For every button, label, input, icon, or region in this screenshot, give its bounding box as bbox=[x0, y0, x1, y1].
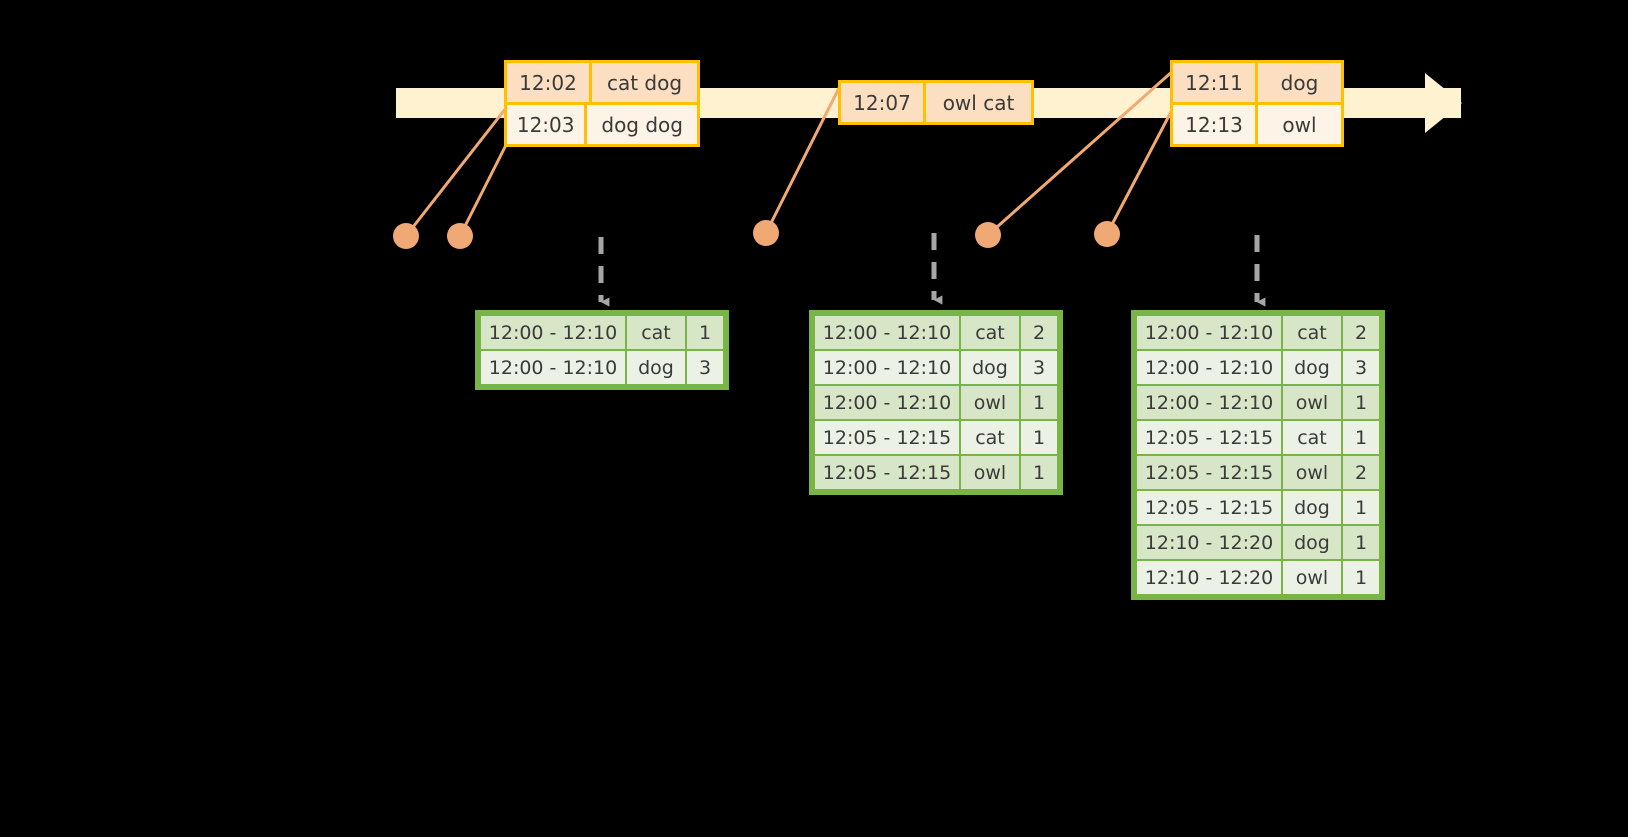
cell-key: owl bbox=[1283, 561, 1341, 594]
cell-count: 3 bbox=[687, 351, 723, 384]
connector-line-3 bbox=[764, 84, 842, 235]
connector-dot-1 bbox=[393, 223, 419, 249]
cell-key: dog bbox=[627, 351, 685, 384]
cell-key: owl bbox=[961, 456, 1019, 489]
event-payload: cat dog bbox=[606, 70, 683, 95]
cell-window: 12:00 - 12:10 bbox=[815, 316, 959, 349]
event-row: 12:07 owl cat bbox=[841, 83, 1031, 122]
dashed-arrows bbox=[598, 233, 1266, 307]
cell-count: 1 bbox=[1343, 386, 1379, 419]
event-row: 12:02 cat dog bbox=[507, 63, 697, 102]
cell-window: 12:00 - 12:10 bbox=[481, 316, 625, 349]
cell-window: 12:00 - 12:10 bbox=[1137, 316, 1281, 349]
event-payload: dog bbox=[1280, 70, 1319, 95]
event-time: 12:07 bbox=[841, 83, 926, 122]
event-row: 12:11 dog bbox=[1173, 63, 1341, 102]
cell-key: owl bbox=[1283, 386, 1341, 419]
cell-count: 3 bbox=[1343, 351, 1379, 384]
event-payload: dog dog bbox=[601, 112, 683, 137]
connector-dot-4 bbox=[975, 222, 1001, 248]
event-box-1[interactable]: 12:02 cat dog 12:03 dog dog bbox=[504, 60, 700, 147]
cell-count: 1 bbox=[1021, 386, 1057, 419]
cell-key: cat bbox=[961, 316, 1019, 349]
cell-key: dog bbox=[961, 351, 1019, 384]
cell-window: 12:05 - 12:15 bbox=[1137, 421, 1281, 454]
cell-count: 2 bbox=[1343, 316, 1379, 349]
cell-count: 1 bbox=[1343, 526, 1379, 559]
event-time: 12:11 bbox=[1173, 63, 1258, 102]
event-row: 12:03 dog dog bbox=[507, 102, 697, 144]
event-box-2[interactable]: 12:07 owl cat bbox=[838, 80, 1034, 125]
connector-line-2 bbox=[458, 143, 508, 238]
connector-line-1 bbox=[404, 106, 508, 238]
connector-line-4 bbox=[986, 68, 1176, 237]
cell-window: 12:05 - 12:15 bbox=[815, 456, 959, 489]
cell-window: 12:10 - 12:20 bbox=[1137, 561, 1281, 594]
cell-window: 12:00 - 12:10 bbox=[1137, 351, 1281, 384]
cell-count: 2 bbox=[1021, 316, 1057, 349]
cell-window: 12:00 - 12:10 bbox=[815, 351, 959, 384]
cell-key: owl bbox=[961, 386, 1019, 419]
cell-key: owl bbox=[1283, 456, 1341, 489]
event-time: 12:03 bbox=[507, 105, 588, 144]
connector-lines bbox=[404, 68, 1176, 238]
connector-dots bbox=[393, 220, 1120, 249]
cell-window: 12:00 - 12:10 bbox=[481, 351, 625, 384]
cell-window: 12:00 - 12:10 bbox=[815, 386, 959, 419]
event-box-3[interactable]: 12:11 dog 12:13 owl bbox=[1170, 60, 1344, 147]
connector-dot-2 bbox=[447, 223, 473, 249]
cell-key: cat bbox=[1283, 316, 1341, 349]
cell-key: cat bbox=[1283, 421, 1341, 454]
cell-window: 12:00 - 12:10 bbox=[1137, 386, 1281, 419]
cell-key: dog bbox=[1283, 351, 1341, 384]
event-time: 12:02 bbox=[507, 63, 592, 102]
cell-window: 12:05 - 12:15 bbox=[1137, 491, 1281, 524]
cell-key: dog bbox=[1283, 526, 1341, 559]
cell-window: 12:05 - 12:15 bbox=[1137, 456, 1281, 489]
connector-dot-3 bbox=[753, 220, 779, 246]
cell-key: cat bbox=[961, 421, 1019, 454]
cell-count: 1 bbox=[1021, 456, 1057, 489]
cell-key: dog bbox=[1283, 491, 1341, 524]
cell-count: 1 bbox=[1343, 491, 1379, 524]
cell-count: 3 bbox=[1021, 351, 1057, 384]
connector-line-5 bbox=[1105, 108, 1174, 236]
cell-key: cat bbox=[627, 316, 685, 349]
event-payload: owl cat bbox=[942, 90, 1015, 115]
event-payload: owl bbox=[1282, 112, 1317, 137]
cell-count: 1 bbox=[1343, 561, 1379, 594]
cell-count: 1 bbox=[1021, 421, 1057, 454]
event-time: 12:13 bbox=[1173, 105, 1258, 144]
cell-count: 2 bbox=[1343, 456, 1379, 489]
cell-count: 1 bbox=[1343, 421, 1379, 454]
cell-window: 12:10 - 12:20 bbox=[1137, 526, 1281, 559]
connector-dot-5 bbox=[1094, 221, 1120, 247]
event-row: 12:13 owl bbox=[1173, 102, 1341, 144]
cell-window: 12:05 - 12:15 bbox=[815, 421, 959, 454]
cell-count: 1 bbox=[687, 316, 723, 349]
